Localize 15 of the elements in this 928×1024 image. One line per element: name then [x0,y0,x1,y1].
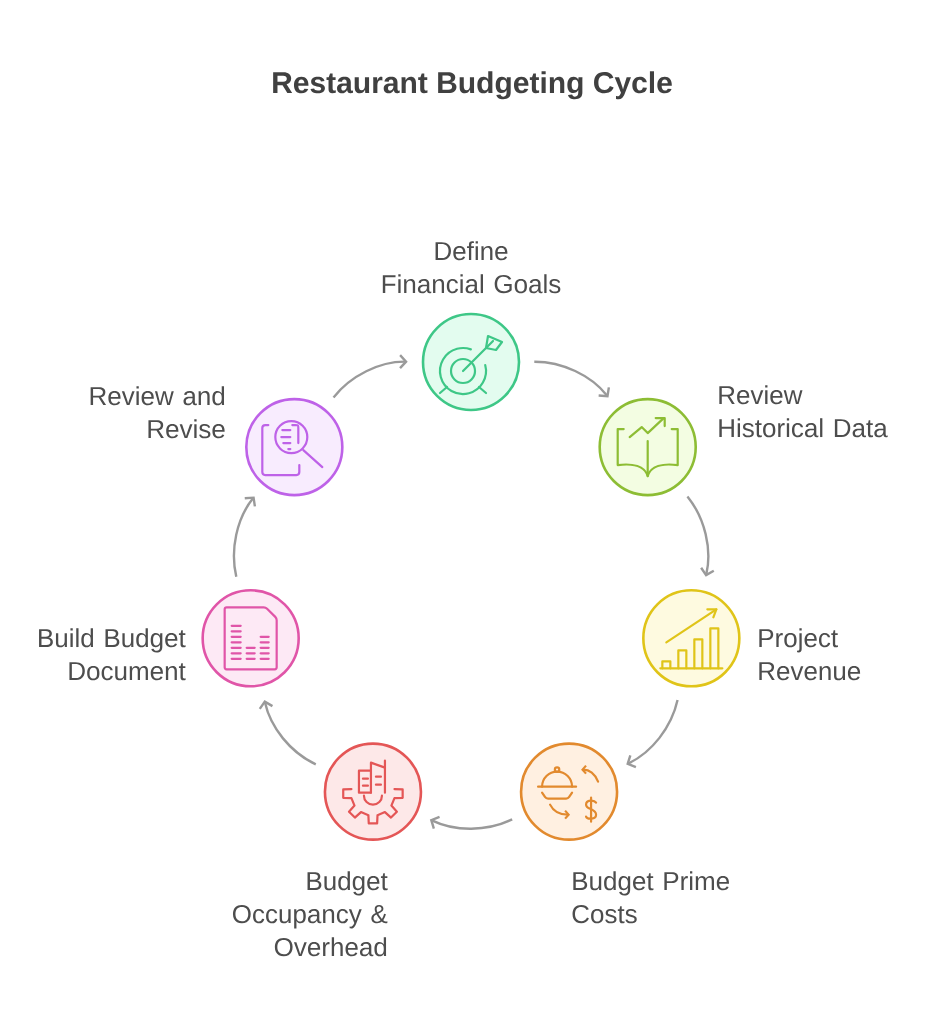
arrow [332,354,408,399]
step-label: Project Revenue [759,628,861,681]
arrow [686,495,715,577]
arrow [429,815,513,830]
step-label: Budget Prime Costs [572,871,729,924]
title: Restaurant Budgeting Cycle [273,71,672,100]
step-label: Build Budget Document [39,628,186,681]
step-label: Budget Occupancy & Overhead [232,871,388,957]
arrow [258,700,317,766]
step-label: Review and Revise [90,386,225,439]
arrow [232,496,257,577]
arrow [534,360,611,398]
step-label: Review Historical Data [719,385,888,438]
step-label: Define Financial Goals [382,241,561,294]
arrow [626,699,679,769]
